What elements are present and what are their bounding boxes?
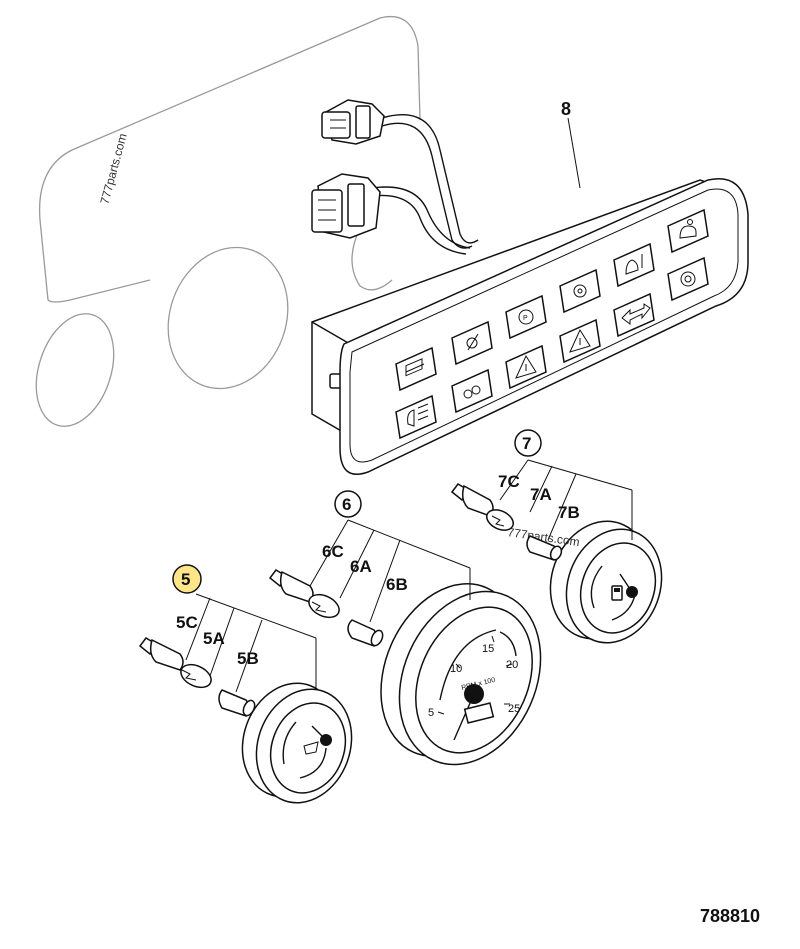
tach-scale-5: 5 xyxy=(428,707,434,719)
turn-signal-icon xyxy=(613,292,655,338)
transmission-warning-icon xyxy=(667,256,709,302)
callout-5c-label: 5C xyxy=(176,613,198,632)
wiring-harness xyxy=(371,114,479,255)
bulb-5b xyxy=(218,689,256,717)
callout-7b-label: 7B xyxy=(558,503,580,522)
dashboard-outline xyxy=(35,16,421,427)
warning-triangle-icon xyxy=(505,344,547,390)
parking-brake-icon: P xyxy=(505,294,547,340)
callout-7: 7 xyxy=(514,429,542,457)
callout-5-highlight xyxy=(172,564,202,594)
callout-5a-label: 5A xyxy=(203,629,225,648)
callout-6a-label: 6A xyxy=(350,557,372,576)
tach-scale-25: 25 xyxy=(508,703,520,715)
oil-pressure-icon xyxy=(451,320,493,366)
bulb-holder-7c xyxy=(450,483,514,531)
headlight-icon xyxy=(395,394,437,440)
gear-warning-icon xyxy=(559,268,601,314)
callout-6b-label: 6B xyxy=(386,575,408,594)
callout-6: 6 xyxy=(334,490,362,518)
bulb-6b xyxy=(347,619,384,647)
svg-text:P: P xyxy=(523,315,528,322)
callout-5-label: 5 xyxy=(181,570,190,589)
hydraulic-temp-icon xyxy=(613,242,655,288)
callout-5: 5 xyxy=(172,564,202,594)
temperature-gauge-5 xyxy=(241,682,353,804)
tach-scale-10: 10 xyxy=(450,663,462,675)
bulb-holder-5c xyxy=(138,637,212,689)
figure-number: 788810 xyxy=(700,906,760,926)
connector-upper xyxy=(321,99,385,145)
bulb-holder-6c xyxy=(268,569,340,619)
callout-6-label: 6 xyxy=(342,495,351,514)
battery-warning-icon xyxy=(395,346,437,392)
callout-7a-label: 7A xyxy=(530,485,552,504)
watermark-text: 777parts.com xyxy=(97,132,129,206)
tachometer-6: 5 10 15 20 25 RPM x 100 xyxy=(380,583,542,766)
fuel-gauge-7 xyxy=(549,520,663,644)
tach-scale-20: 20 xyxy=(506,659,518,671)
leader-lines xyxy=(185,117,633,693)
callout-5b-label: 5B xyxy=(237,649,259,668)
callout-8-label: 8 xyxy=(561,99,571,119)
callout-7c-label: 7C xyxy=(498,472,520,491)
hazard-triangle-icon xyxy=(559,318,601,364)
panel-lamp-buttons: P xyxy=(395,208,709,440)
tach-scale-15: 15 xyxy=(482,643,494,655)
callout-7-label: 7 xyxy=(522,434,531,453)
engine-coolant-icon xyxy=(451,368,493,414)
connector-lower xyxy=(311,173,381,239)
bulb-7b xyxy=(526,535,563,561)
engine-oil-icon xyxy=(667,208,709,254)
callout-6c-label: 6C xyxy=(322,542,344,561)
